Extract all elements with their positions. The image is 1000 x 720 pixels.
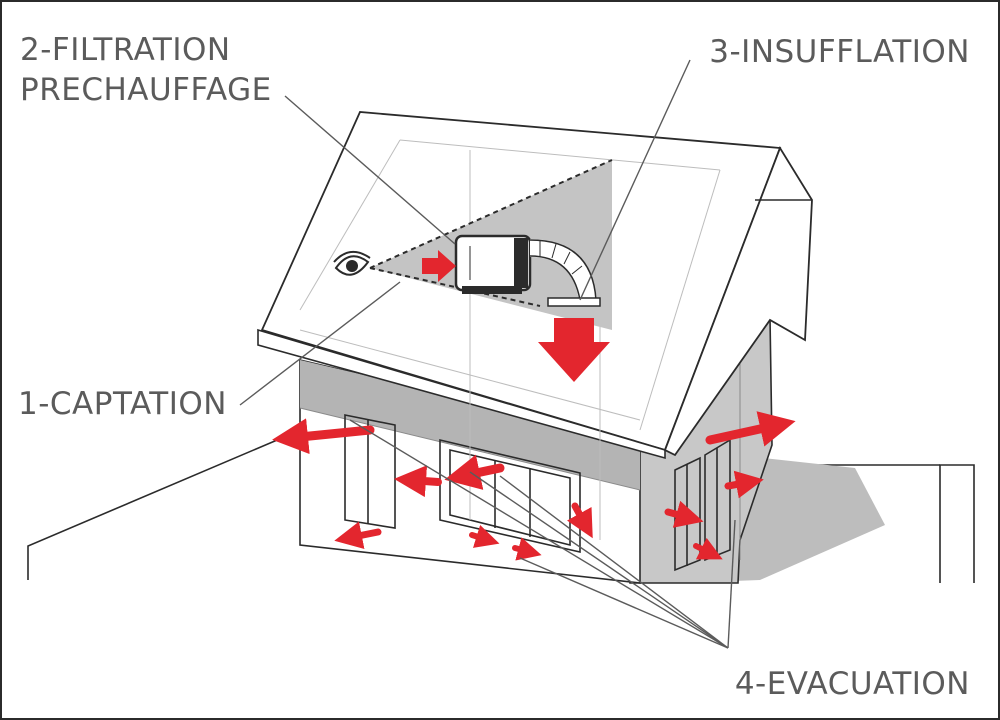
label-captation: 1-CAPTATION [18, 384, 227, 424]
label-insufflation: 3-INSUFFLATION [709, 32, 970, 72]
label-filtration-line2: PRECHAUFFAGE [20, 70, 272, 110]
label-evacuation: 4-EVACUATION [735, 664, 970, 704]
label-filtration: 2-FILTRATION PRECHAUFFAGE [20, 30, 272, 110]
label-filtration-line1: 2-FILTRATION [20, 30, 272, 70]
ventilation-unit-icon [456, 236, 530, 294]
